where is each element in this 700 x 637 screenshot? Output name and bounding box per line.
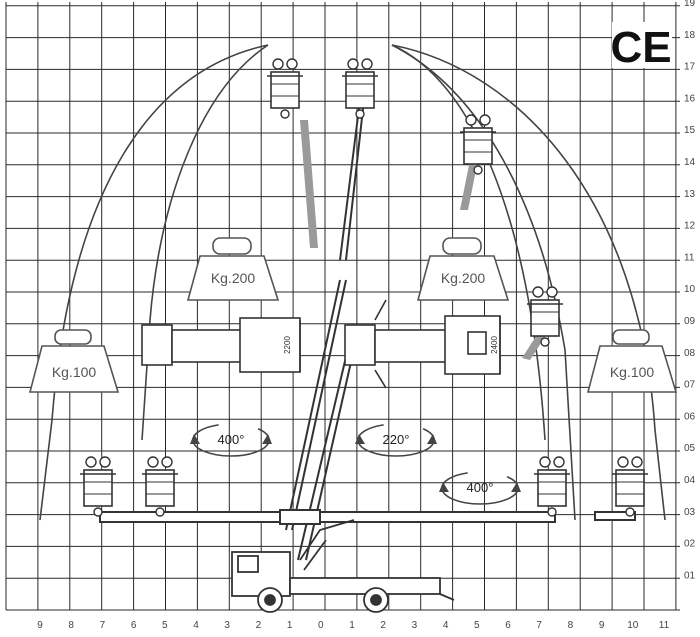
right-axis-tick-label: 11: [684, 252, 695, 263]
right-axis-tick-label: 10: [684, 284, 696, 295]
load-left-200: Kg.200: [186, 237, 280, 301]
rotation-center: 220°: [355, 423, 437, 457]
right-axis-tick-label: 18: [684, 30, 696, 41]
rotation-label-center: 220°: [383, 432, 410, 447]
bottom-axis-tick-label: 7: [100, 620, 106, 631]
bottom-axis-tick-label: 2: [380, 620, 386, 631]
right-axis-tick-label: 16: [684, 93, 696, 104]
bottom-axis-tick-label: 3: [224, 620, 230, 631]
boom-arm: [285, 99, 365, 561]
right-axis-tick-label: 12: [684, 221, 696, 232]
vehicle-top-view-right: 2400: [344, 299, 501, 389]
right-axis-labels: 19 18 17 16 15 14 13 12 11 10 09 08 07 06 05 04 03 02 01: [684, 0, 696, 581]
upper-booms: [300, 120, 548, 360]
bottom-axis-tick-label: 0: [318, 620, 324, 631]
load-label-right-100: Kg.100: [610, 364, 655, 380]
right-axis-tick-label: 19: [684, 0, 696, 9]
right-axis-tick-label: 07: [684, 380, 696, 391]
bottom-axis-tick-label: 4: [193, 620, 199, 631]
load-label-left-200: Kg.200: [211, 270, 256, 286]
bottom-axis-tick-label: 9: [599, 620, 605, 631]
platform-basket: [612, 456, 648, 517]
right-axis-tick-label: 05: [684, 443, 696, 454]
rotation-label-left: 400°: [218, 432, 245, 447]
bottom-axis-tick-label: 8: [68, 620, 74, 631]
bottom-axis-tick-label: 9: [37, 620, 43, 631]
rotation-left-top: 400°: [190, 423, 272, 457]
right-axis-tick-label: 04: [684, 475, 696, 486]
bottom-axis-tick-label: 1: [349, 620, 355, 631]
ce-mark-text: CE: [610, 23, 671, 72]
load-right-100: Kg.100: [586, 329, 678, 393]
truck-chassis: [289, 577, 441, 595]
truck-window: [237, 555, 259, 573]
dimension-right: 2400: [490, 336, 499, 354]
horizontal-booms: [99, 509, 636, 525]
load-label-right-200: Kg.200: [441, 270, 486, 286]
bottom-axis-tick-label: 11: [659, 620, 670, 631]
right-axis-tick-label: 08: [684, 348, 696, 359]
load-left-100: Kg.100: [28, 329, 120, 393]
platform-basket: [534, 456, 570, 517]
right-axis-tick-label: 17: [684, 62, 696, 73]
bottom-axis-tick-label: 3: [412, 620, 418, 631]
platform-basket: [527, 286, 563, 347]
truck: [231, 519, 455, 613]
inner-envelope-left: [141, 44, 269, 441]
platform-baskets: [80, 58, 648, 517]
mid-envelope-right: [391, 44, 546, 441]
right-axis-tick-label: 02: [684, 539, 696, 550]
rotation-label-right: 400°: [467, 480, 494, 495]
platform-basket: [80, 456, 116, 517]
vehicle-top-view-left: 2200: [141, 317, 301, 373]
bottom-axis-tick-label: 1: [287, 620, 293, 631]
bottom-axis-tick-label: 10: [627, 620, 639, 631]
load-label-left-100: Kg.100: [52, 364, 97, 380]
bottom-axis-tick-label: 6: [505, 620, 511, 631]
bottom-axis-tick-label: 7: [536, 620, 542, 631]
bottom-axis-tick-label: 4: [443, 620, 449, 631]
platform-basket: [342, 58, 378, 119]
platform-basket: [267, 58, 303, 119]
rotation-right-low: 400°: [439, 471, 521, 505]
load-right-200: Kg.200: [416, 237, 510, 301]
bottom-axis-tick-label: 8: [568, 620, 574, 631]
right-axis-tick-label: 15: [684, 125, 696, 136]
right-axis-tick-label: 03: [684, 507, 696, 518]
right-axis-tick-label: 14: [684, 157, 696, 168]
bottom-axis-tick-label: 2: [256, 620, 262, 631]
right-axis-tick-label: 13: [684, 189, 696, 200]
right-axis-tick-label: 01: [684, 570, 696, 581]
right-axis-tick-label: 09: [684, 316, 696, 327]
bottom-axis-tick-label: 5: [474, 620, 480, 631]
bottom-axis-tick-label: 6: [131, 620, 137, 631]
platform-basket: [460, 114, 496, 175]
right-axis-tick-label: 06: [684, 411, 696, 422]
ce-mark: CE: [610, 22, 672, 72]
bottom-axis-tick-label: 5: [162, 620, 168, 631]
dimension-left: 2200: [283, 336, 292, 354]
platform-basket: [142, 456, 178, 517]
